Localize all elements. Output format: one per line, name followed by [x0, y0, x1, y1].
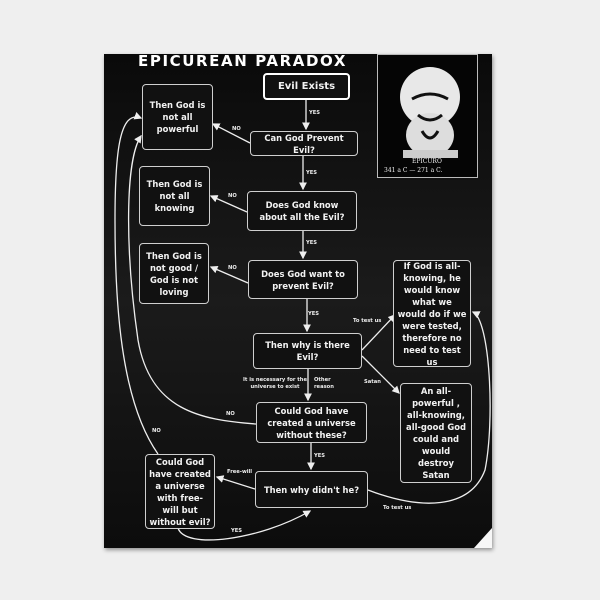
node-why-is-there-evil: Then why is there Evil?	[253, 333, 362, 369]
node-free-will-without-evil: Could God have created a universe with f…	[145, 454, 215, 529]
label-satan: Satan	[364, 379, 381, 385]
node-test-us-rebuttal: If God is all-knowing, he would know wha…	[393, 260, 471, 367]
arrow-freewill-notpowerful	[114, 112, 159, 455]
epicurus-bust-image	[400, 67, 460, 158]
label-yes: YES	[306, 240, 318, 246]
label-yes: YES	[308, 311, 320, 317]
label-free-will: Free-will	[227, 469, 253, 475]
arrow-want-notgood	[209, 266, 249, 284]
label-no: NO	[152, 428, 161, 434]
label-yes: YES	[314, 453, 326, 459]
node-evil-exists: Evil Exists	[263, 73, 350, 100]
epicurus-portrait: EPICURO 341 a C — 271 a C.	[377, 54, 478, 178]
label-no: NO	[228, 193, 237, 199]
arrow-why-satan	[361, 355, 400, 394]
node-why-didnt-he: Then why didn't he?	[255, 471, 368, 508]
label-yes: YES	[306, 170, 318, 176]
label-no: NO	[232, 126, 241, 132]
node-satan-rebuttal: An all-powerful , all-knowing, all-good …	[400, 383, 472, 483]
node-not-good: Then God is not good / God is not loving	[139, 243, 209, 304]
label-no: NO	[228, 265, 237, 271]
node-can-god-prevent-evil: Can God Prevent Evil?	[250, 131, 358, 156]
arrow-whydidnt-test	[367, 311, 491, 504]
label-to-test-us: To test us	[353, 318, 382, 324]
node-universe-without-these: Could God have created a universe withou…	[256, 402, 367, 443]
label-no: NO	[226, 411, 235, 417]
label-yes: YES	[231, 528, 243, 534]
node-does-god-know: Does God know about all the Evil?	[247, 191, 357, 231]
arrow-without-notpowerful	[127, 134, 257, 425]
portrait-dates: 341 a C — 271 a C.	[384, 167, 443, 174]
portrait-name: EPICURO	[412, 158, 442, 165]
arrow-why-test	[361, 314, 396, 351]
arrow-know-notknowing	[209, 195, 248, 213]
page-curl	[474, 528, 492, 548]
label-yes: YES	[309, 110, 321, 116]
node-does-god-want: Does God want to prevent Evil?	[248, 260, 358, 299]
node-not-all-knowing: Then God is not all knowing	[139, 166, 210, 226]
label-to-test-us: To test us	[383, 505, 412, 511]
arrow-freewill-whydidnt	[177, 510, 312, 541]
poster-title: EPICUREAN PARADOX	[138, 52, 348, 70]
label-necessary: It is necessary for the universe to exis…	[243, 377, 307, 390]
label-other-reason: Other reason	[314, 377, 334, 390]
arrow-whydidnt-freewill	[215, 475, 256, 490]
arrow-can-notpowerful	[211, 123, 251, 144]
node-not-all-powerful: Then God is not all powerful	[142, 84, 213, 150]
